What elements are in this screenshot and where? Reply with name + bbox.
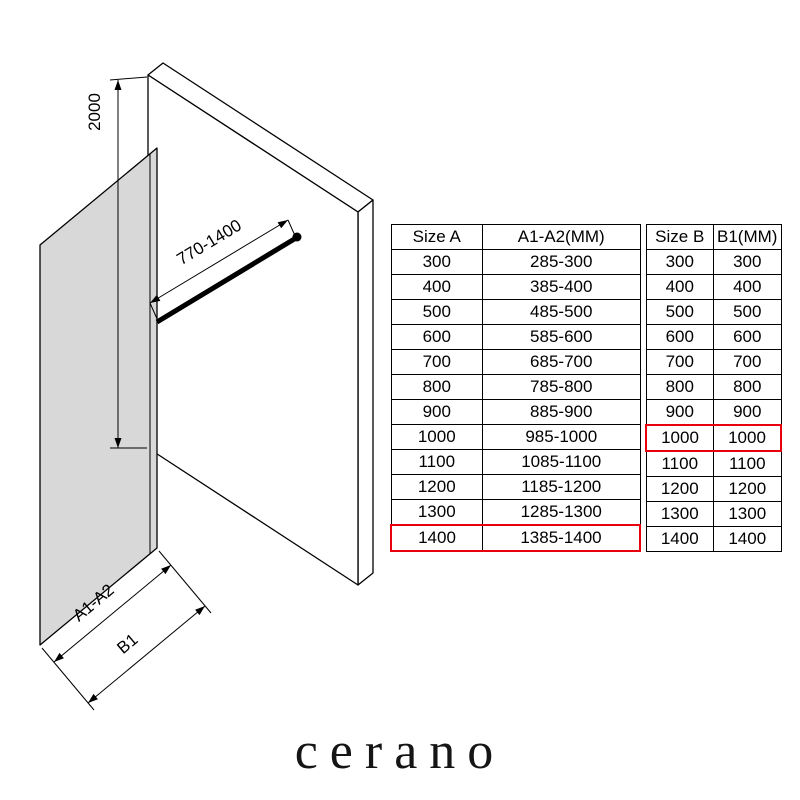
table-cell: 500	[390, 299, 483, 325]
width-b-dimension: B1	[87, 605, 206, 704]
table-cell: 500	[713, 299, 782, 325]
table-cell: 700	[713, 349, 782, 375]
table-cell: 285-300	[482, 249, 641, 275]
table-cell: 485-500	[482, 299, 641, 325]
table-cell: 700	[645, 349, 714, 375]
extension-lines	[41, 550, 212, 711]
height-label: 2000	[85, 93, 104, 131]
table-cell: 1100	[713, 450, 782, 477]
table-cell: 1300	[645, 501, 714, 527]
table-cell: 900	[713, 399, 782, 426]
table-cell: 1200	[645, 476, 714, 502]
table-cell: 1000	[713, 424, 782, 452]
table-cell: 1000	[390, 424, 483, 450]
table-cell: 300	[713, 249, 782, 275]
table-cell: 1300	[713, 501, 782, 527]
table-cell: 1100	[390, 449, 483, 475]
table-cell: 600	[645, 324, 714, 350]
table-cell: 1100	[645, 450, 714, 477]
table-cell: 600	[390, 324, 483, 350]
column-header: A1-A2(MM)	[482, 224, 641, 250]
table-cell: 400	[713, 274, 782, 300]
width-b-label: B1	[113, 630, 141, 658]
table-cell: 1385-1400	[482, 524, 641, 552]
table-cell: 685-700	[482, 349, 641, 375]
table-cell: 1200	[713, 476, 782, 502]
table-cell: 900	[390, 399, 483, 425]
column-header: Size A	[390, 224, 483, 250]
table-cell: 300	[390, 249, 483, 275]
height-dimension: 2000	[85, 76, 148, 449]
glass-panel	[39, 147, 158, 646]
wall	[147, 62, 374, 586]
table-cell: 1085-1100	[482, 449, 641, 475]
table-cell: 1400	[390, 524, 483, 552]
table-cell: 885-900	[482, 399, 641, 425]
table-cell: 985-1000	[482, 424, 641, 450]
table-cell: 600	[713, 324, 782, 350]
table-cell: 1400	[713, 526, 782, 552]
column-header: B1(MM)	[713, 224, 782, 250]
table-cell: 1200	[390, 474, 483, 500]
table-cell: 1285-1300	[482, 499, 641, 526]
table-cell: 585-600	[482, 324, 641, 350]
table-cell: 1185-1200	[482, 474, 641, 500]
table-cell: 1000	[645, 424, 714, 452]
table-cell: 785-800	[482, 374, 641, 400]
table-cell: 400	[645, 274, 714, 300]
table-cell: 800	[645, 374, 714, 400]
installation-diagram: 2000 770-1400 A1-A2 B1	[39, 62, 374, 711]
column-header: Size B	[645, 224, 714, 250]
table-cell: 500	[645, 299, 714, 325]
brand-logo: cerano	[294, 723, 506, 780]
table-cell: 1300	[390, 499, 483, 526]
table-cell: 700	[390, 349, 483, 375]
table-cell: 385-400	[482, 274, 641, 300]
table-cell: 400	[390, 274, 483, 300]
table-cell: 1400	[645, 526, 714, 552]
table-cell: 900	[645, 399, 714, 426]
table-cell: 800	[390, 374, 483, 400]
table-cell: 800	[713, 374, 782, 400]
table-cell: 300	[645, 249, 714, 275]
